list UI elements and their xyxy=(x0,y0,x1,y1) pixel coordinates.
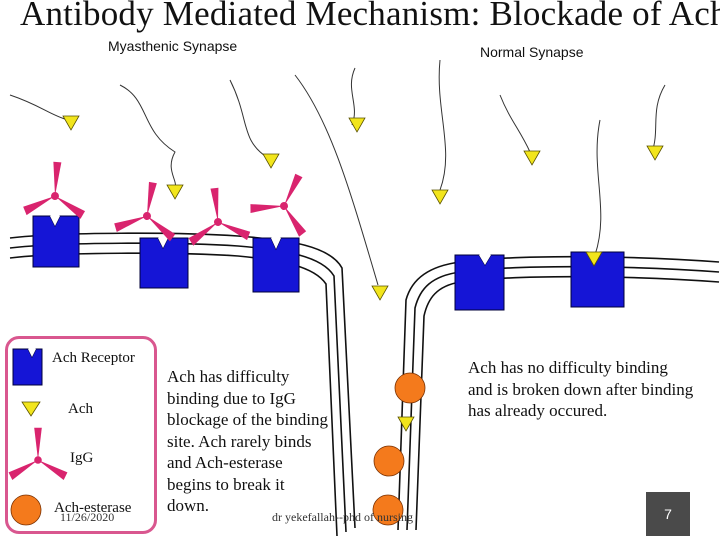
page-number: 7 xyxy=(646,492,690,536)
description-line: Ach has difficulty xyxy=(167,367,290,386)
ach-esterase-molecules xyxy=(372,372,426,526)
description-line: down. xyxy=(167,496,210,515)
myasthenic-synapse-label: Myasthenic Synapse xyxy=(108,38,238,54)
legend-esterase-label: Ach-esterase xyxy=(54,500,132,516)
legend-box xyxy=(5,336,157,534)
description-line: site. Ach rarely binds xyxy=(167,431,312,451)
footer-author: dr yekefallah--phd of nursing xyxy=(272,510,413,524)
description-line: and Ach-esterase xyxy=(167,453,283,472)
description-line: Ach has no difficulty binding xyxy=(468,358,668,377)
footer-date: 11/26/2020 xyxy=(60,510,115,524)
legend-ach-label: Ach xyxy=(68,401,93,417)
description-line: has already occured. xyxy=(468,401,608,420)
legend-symbols xyxy=(8,348,68,526)
normal-description: Ach has no difficulty binding and is bro… xyxy=(468,357,693,422)
ach-receptors xyxy=(32,215,625,311)
description-line: binding due to IgG xyxy=(167,388,296,408)
description-line: blockage of the binding xyxy=(167,410,328,429)
description-line: and is broken down after binding xyxy=(468,379,694,399)
legend-receptor-label: Ach Receptor xyxy=(52,350,135,366)
slide-title: Antibody Mediated Mechanism: Blockade of… xyxy=(20,0,720,33)
ach-trails xyxy=(9,59,666,286)
normal-synapse-label: Normal Synapse xyxy=(480,44,584,60)
description-line: begins to break it xyxy=(167,474,285,494)
legend-igg-label: IgG xyxy=(70,450,94,466)
myasthenic-description: Ach has difficulty binding due to IgG bl… xyxy=(167,366,328,517)
